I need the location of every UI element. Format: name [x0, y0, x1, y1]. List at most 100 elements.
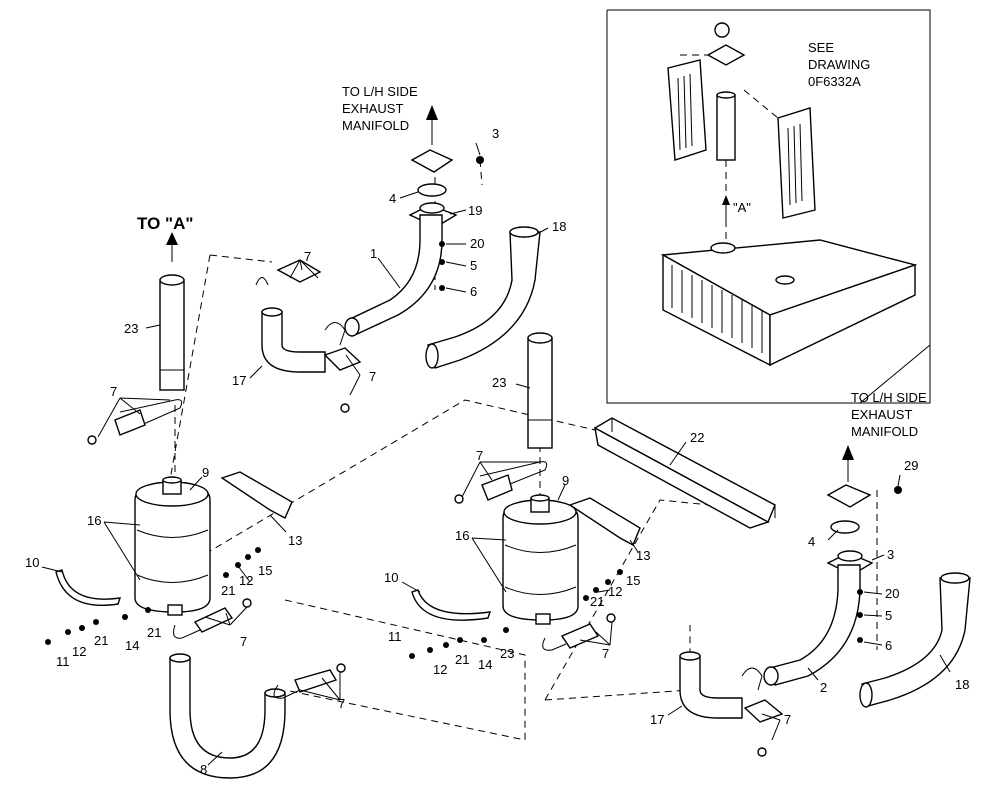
flange-gasket-top — [410, 149, 454, 173]
to-lh-manifold-right-note: TO L/H SIDE EXHAUST MANIFOLD — [851, 390, 927, 439]
svg-text:MANIFOLD: MANIFOLD — [851, 424, 918, 439]
bracket-center — [568, 497, 641, 546]
part-label: 21 — [455, 652, 469, 667]
see-drawing-line2: DRAWING — [808, 57, 870, 72]
part-label: 2 — [820, 680, 827, 695]
part-label: 5 — [470, 258, 477, 273]
part-label: 10 — [384, 570, 398, 585]
shield-pipe-18-right — [861, 577, 971, 707]
arrow-to-lh-manifold-top — [426, 105, 438, 145]
part-label: 7 — [110, 384, 117, 399]
part-label: 21 — [147, 625, 161, 640]
part-label: 3 — [492, 126, 499, 141]
part-label: 9 — [562, 473, 569, 488]
exhaust-pipe-1 — [347, 214, 443, 336]
to-lh-manifold-top-note: TO L/H SIDE EXHAUST MANIFOLD — [342, 84, 418, 133]
part-label: 12 — [433, 662, 447, 677]
strap-center — [411, 589, 492, 621]
part-label: 17 — [232, 373, 246, 388]
part-label: 13 — [636, 548, 650, 563]
muffler-left — [134, 476, 211, 616]
part-label: 18 — [552, 219, 566, 234]
part-label: 13 — [288, 533, 302, 548]
part-label: 9 — [202, 465, 209, 480]
part-label: 23 — [500, 646, 514, 661]
part-label: 22 — [690, 430, 704, 445]
part-label: 7 — [240, 634, 247, 649]
part-label: 20 — [470, 236, 484, 251]
clamp-center-top — [454, 461, 548, 504]
part-label: 18 — [955, 677, 969, 692]
part-label: 23 — [492, 375, 506, 390]
part-label: 11 — [56, 654, 70, 669]
svg-text:TO L/H SIDE: TO L/H SIDE — [851, 390, 927, 405]
part-label: 14 — [478, 657, 492, 672]
clamp-left-top — [87, 399, 183, 445]
part-label: 23 — [124, 321, 138, 336]
part-label: 19 — [468, 203, 482, 218]
clamp-right-lower — [741, 667, 784, 757]
arrow-to-a — [166, 232, 178, 262]
part-label: 4 — [389, 191, 396, 206]
svg-text:MANIFOLD: MANIFOLD — [342, 118, 409, 133]
part-label: 21 — [590, 594, 604, 609]
part-label: 5 — [885, 608, 892, 623]
part-label: 21 — [94, 633, 108, 648]
part-label: 16 — [455, 528, 469, 543]
part-label: 7 — [369, 369, 376, 384]
detail-a-label: "A" — [733, 200, 751, 215]
part-label: 4 — [808, 534, 815, 549]
part-label: 3 — [887, 547, 894, 562]
part-label: 1 — [370, 246, 377, 261]
flange-gasket-right — [826, 484, 872, 508]
elbow-pipe-right — [679, 655, 743, 719]
part-label: 12 — [608, 584, 622, 599]
part-label: 11 — [388, 629, 402, 644]
fasteners-left — [45, 547, 261, 645]
part-label: 20 — [885, 586, 899, 601]
inset-stack-pipe — [680, 22, 779, 240]
inset-cabinet — [660, 239, 918, 367]
see-drawing-line1: SEE — [808, 40, 834, 55]
part-label: 12 — [72, 644, 86, 659]
svg-text:EXHAUST: EXHAUST — [342, 101, 403, 116]
part-label: 7 — [476, 448, 483, 463]
part-label: 17 — [650, 712, 664, 727]
exhaust-pipe-2 — [769, 564, 861, 686]
part-label: 21 — [221, 583, 235, 598]
inset-detail-view: "A" SEE DRAWING 0F6332A — [606, 9, 931, 404]
fasteners-center — [409, 569, 623, 659]
part-label: 8 — [200, 762, 207, 777]
crossover-pipe — [169, 657, 286, 779]
inset-heat-shield-right — [777, 107, 816, 219]
tail-pipe-center — [527, 332, 553, 449]
tail-pipe-left — [159, 274, 185, 391]
part-label: 15 — [258, 563, 272, 578]
fasteners-upper — [439, 156, 484, 291]
center-exhaust-assembly — [409, 332, 776, 659]
inset-arrow-a — [722, 195, 730, 225]
bracket-left — [220, 471, 293, 519]
part-label: 6 — [470, 284, 477, 299]
part-label: 14 — [125, 638, 139, 653]
part-label: 6 — [885, 638, 892, 653]
part-label: 7 — [784, 712, 791, 727]
part-label: 29 — [904, 458, 918, 473]
leader-lines — [41, 142, 951, 766]
arrow-to-lh-manifold-right — [842, 445, 854, 482]
see-drawing-line3: 0F6332A — [808, 74, 861, 89]
svg-text:EXHAUST: EXHAUST — [851, 407, 912, 422]
part-label: 7 — [338, 696, 345, 711]
part-label: 15 — [626, 573, 640, 588]
long-bracket — [593, 417, 776, 529]
shield-pipe-18-left — [427, 231, 541, 369]
clamp-upper-left — [255, 259, 362, 413]
left-exhaust-assembly — [45, 232, 346, 779]
part-label: 7 — [304, 249, 311, 264]
part-label: 16 — [87, 513, 101, 528]
clamp-left-crossover — [273, 663, 346, 699]
right-exhaust-assembly — [679, 445, 971, 757]
part-label: 12 — [239, 573, 253, 588]
part-label: 10 — [25, 555, 39, 570]
elbow-pipe-left — [261, 311, 326, 373]
